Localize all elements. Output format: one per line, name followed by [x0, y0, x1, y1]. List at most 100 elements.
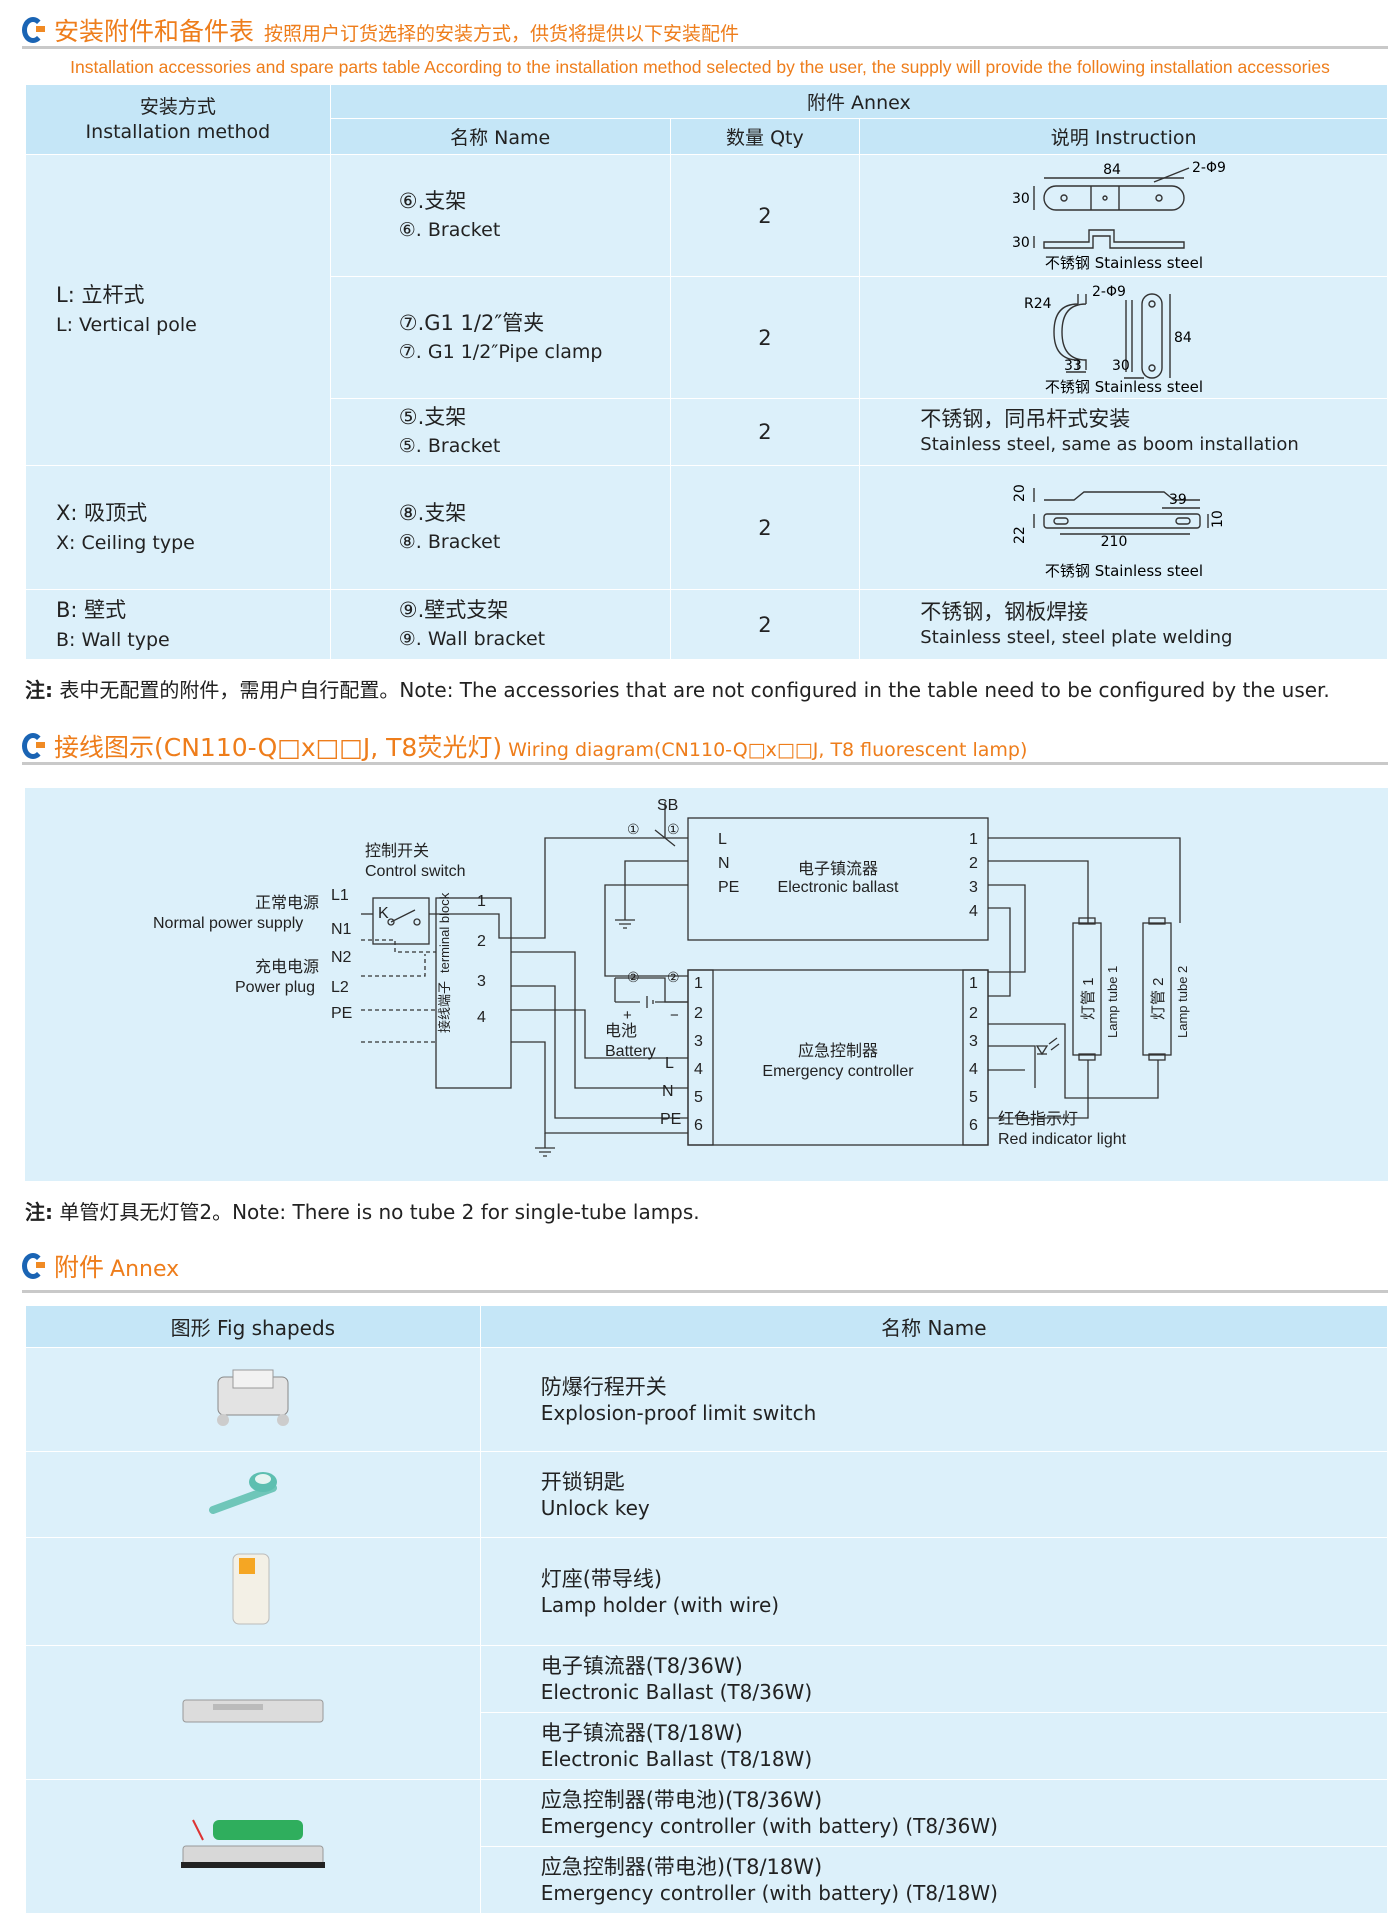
ballast-label: 电子镇流器 [798, 860, 878, 878]
section-header-accessories: 安装附件和备件表 按照用户订货选择的安装方式，供货将提供以下安装配件 [22, 12, 739, 48]
section-header-wiring: 接线图示(CN110-Q□x□□J, T8荧光灯) Wiring diagram… [22, 728, 1027, 764]
th-fig: 图形 Fig shapeds [25, 1305, 481, 1348]
annex-name-cell: 应急控制器(带电池)(T8/18W) Emergency controller … [479, 1846, 1389, 1914]
svg-text:−: − [670, 1007, 679, 1024]
pipe-clamp-drawing: R24 2-Φ9 84 33 30 不锈钢 Stainless steel [1024, 284, 1203, 396]
sb-label: SB [657, 797, 678, 814]
table-row: 应急控制器(带电池)(T8/18W) Emergency controller … [26, 1846, 1389, 1914]
svg-text:4: 4 [694, 1061, 703, 1078]
dim-label: 30 [1012, 191, 1030, 207]
section-title: 接线图示(CN110-Q□x□□J, T8荧光灯) [54, 733, 503, 762]
brand-c-icon [22, 1253, 45, 1279]
svg-text:L: L [718, 831, 727, 848]
svg-text:Battery: Battery [605, 1043, 656, 1060]
svg-text:3: 3 [969, 1033, 978, 1050]
method-cell: L: 立杆式 L: Vertical pole [25, 154, 331, 466]
bracket-8-drawing: 20 39 22 210 10 不锈钢 Stainless steel [1012, 484, 1226, 580]
svg-text:①: ① [667, 821, 680, 837]
qty-cell: 2 [669, 276, 861, 399]
section-header-annex: 附件 Annex [22, 1248, 179, 1284]
dim-label: 22 [1012, 526, 1028, 544]
svg-text:+: + [623, 1007, 632, 1024]
svg-text:3: 3 [477, 973, 486, 990]
ballast-image [25, 1645, 481, 1780]
svg-text:4: 4 [969, 1061, 978, 1078]
divider [22, 762, 1388, 765]
dim-label: 20 [1012, 484, 1028, 502]
annex-table: 图形 Fig shapeds 名称 Name 防爆行程开关 Explosion-… [25, 1305, 1389, 1914]
lamp-tube-2 [1142, 922, 1172, 1056]
svg-text:K: K [378, 905, 389, 922]
qty-cell: 2 [669, 465, 861, 590]
svg-text:Red indicator light: Red indicator light [998, 1131, 1127, 1148]
svg-text:N: N [662, 1083, 674, 1100]
svg-text:1: 1 [694, 975, 703, 992]
svg-text:Normal power supply: Normal power supply [153, 915, 303, 932]
svg-text:2: 2 [477, 933, 486, 950]
svg-text:N: N [718, 855, 730, 872]
annex-name-cell: 开锁钥匙 Unlock key [479, 1451, 1389, 1538]
qty-cell: 2 [669, 589, 861, 660]
switch-box [372, 897, 430, 945]
table-row: L: 立杆式 L: Vertical pole ⑥.支架 ⑥. Bracket … [25, 154, 1388, 466]
svg-text:L: L [665, 1055, 674, 1072]
th-method: 安装方式 Installation method [25, 84, 331, 155]
section-subtitle: Wiring diagram(CN110-Q□x□□J, T8 fluoresc… [508, 739, 1028, 761]
svg-text:4: 4 [477, 1009, 486, 1026]
svg-text:2: 2 [694, 1005, 703, 1022]
divider [22, 46, 1388, 49]
svg-text:2: 2 [969, 855, 978, 872]
dim-label: 30 [1112, 358, 1130, 374]
instruction-cell: 不锈钢，钢板焊接 Stainless steel, steel plate we… [859, 589, 1388, 660]
table-row: 电子镇流器(T8/18W) Electronic Ballast (T8/18W… [26, 1712, 1389, 1780]
limit-switch-image [25, 1347, 481, 1452]
svg-text:①: ① [627, 821, 640, 837]
section-subtitle: Annex [110, 1257, 180, 1282]
svg-text:1: 1 [969, 831, 978, 848]
lamp-tube-1 [1072, 922, 1102, 1056]
controller-label: 应急控制器 [798, 1041, 878, 1060]
svg-text:PE: PE [660, 1111, 681, 1128]
name-cell: ⑦.G1 1/2″管夹 ⑦. G1 1/2″Pipe clamp [329, 276, 671, 399]
th-instruction: 说明 Instruction [859, 118, 1388, 155]
note-accessories: 注: 表中无配置的附件，需用户自行配置。Note: The accessorie… [25, 678, 1330, 702]
svg-text:L1: L1 [331, 887, 349, 904]
emergency-controller-image [25, 1779, 481, 1914]
annex-name-cell: 防爆行程开关 Explosion-proof limit switch [479, 1347, 1389, 1452]
table-row: ⑦.G1 1/2″管夹 ⑦. G1 1/2″Pipe clamp 2 R24 2… [26, 276, 1388, 399]
table-row: X: 吸顶式 X: Ceiling type ⑧.支架 ⑧. Bracket 2… [25, 465, 1388, 590]
dim-label: 39 [1169, 492, 1187, 508]
name-cell: ⑥.支架 ⑥. Bracket [329, 154, 671, 277]
note-wiring: 注: 单管灯具无灯管2。Note: There is no tube 2 for… [25, 1200, 700, 1224]
annex-name-cell: 应急控制器(带电池)(T8/36W) Emergency controller … [479, 1779, 1389, 1847]
th-qty: 数量 Qty [669, 118, 861, 155]
svg-text:1: 1 [477, 893, 486, 910]
method-cell: B: 壁式 B: Wall type [25, 589, 331, 660]
svg-text:PE: PE [331, 1005, 352, 1022]
svg-text:5: 5 [969, 1089, 978, 1106]
dim-label: 2-Φ9 [1092, 284, 1126, 300]
qty-cell: 2 [669, 398, 861, 466]
accessories-table: 安装方式 Installation method 附件 Annex 名称 Nam… [25, 84, 1389, 660]
svg-text:Power plug: Power plug [235, 979, 315, 996]
svg-text:Lamp tube 2: Lamp tube 2 [1175, 966, 1190, 1038]
svg-text:L2: L2 [331, 979, 349, 996]
indicator-led-icon [1035, 1037, 1060, 1056]
svg-text:2: 2 [969, 1005, 978, 1022]
dim-label: 33 [1064, 358, 1082, 374]
annex-name-cell: 电子镇流器(T8/36W) Electronic Ballast (T8/36W… [479, 1645, 1389, 1713]
dim-label: R24 [1024, 296, 1052, 312]
svg-text:灯管 1: 灯管 1 [1080, 977, 1097, 1020]
fig-caption: 不锈钢 Stainless steel [1045, 254, 1203, 272]
svg-text:Emergency controller: Emergency controller [762, 1063, 914, 1080]
dim-label: 210 [1100, 534, 1127, 550]
annex-name-cell: 灯座(带导线) Lamp holder (with wire) [479, 1537, 1389, 1646]
wiring-svg: SB ① ① ② ② + − 控制开关 Control switch K 正常电… [153, 797, 1190, 1157]
svg-text:Electronic ballast: Electronic ballast [778, 879, 900, 896]
svg-text:②: ② [667, 969, 680, 985]
ballast-box [687, 817, 989, 941]
svg-text:1: 1 [969, 975, 978, 992]
fig-caption: 不锈钢 Stainless steel [1045, 562, 1203, 580]
battery-label: 电池 [605, 1022, 637, 1040]
svg-text:Lamp tube 1: Lamp tube 1 [1105, 966, 1120, 1038]
